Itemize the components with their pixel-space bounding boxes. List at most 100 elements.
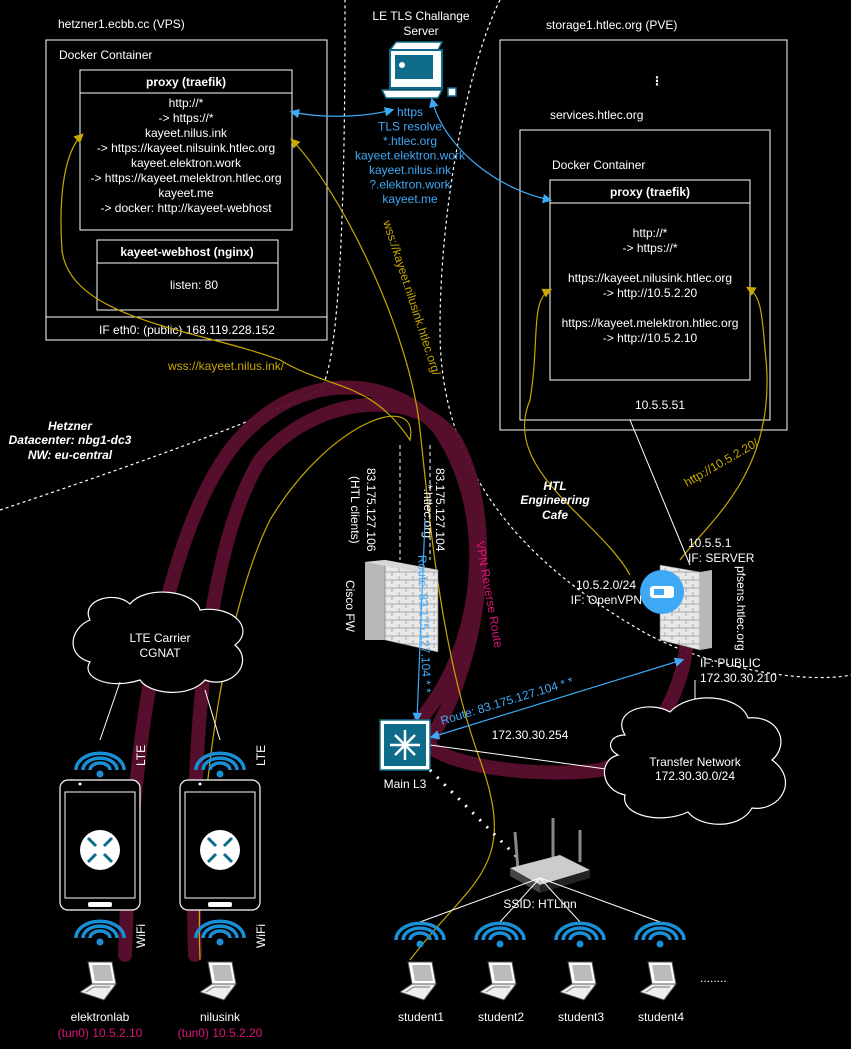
- transfer-line2: 172.30.30.0/24: [655, 769, 735, 783]
- cafe-line1: HTL: [543, 479, 566, 493]
- vps-proxy-line-3: -> https://kayeet.nilsuink.htlec.org: [97, 141, 275, 155]
- pve-proxy-box: [549, 179, 751, 381]
- pf-ovpn-net: 10.5.2.0/24: [576, 578, 636, 592]
- route-diag-arrow: [429, 657, 685, 740]
- pf-server-ip: 10.5.5.1: [688, 536, 732, 550]
- vps-proxy-line-6: kayeet.me: [158, 186, 214, 200]
- transfer-cloud: [603, 697, 787, 825]
- vps-proxy-line-5: -> https://kayeet.melektron.htlec.org: [90, 171, 281, 185]
- pve-proxy-line-3: https://kayeet.nilusink.htlec.org: [568, 271, 732, 285]
- student-wifi-icon-2: [554, 921, 606, 948]
- pve-proxy-line-1: -> https://*: [622, 241, 677, 255]
- lte-wifi-icon-1: [194, 751, 246, 778]
- tls-info-line-2: *.htlec.org: [383, 134, 437, 148]
- dc-line2: Datacenter: nbg1-dc3: [9, 433, 132, 447]
- vps-proxy-lines: http://*-> https://*kayeet.nilus.ink-> h…: [90, 96, 281, 215]
- laptop-icon-student1: [398, 961, 437, 1001]
- route-vertical-label: Route: 83.175.127.104 * *: [415, 555, 434, 694]
- tls-info-line-0: https: [397, 105, 423, 119]
- wifi-label-0: WiFi: [134, 924, 148, 948]
- vps-proxy-line-4: kayeet.elektron.work: [131, 156, 242, 170]
- phone-router-icon-0: [80, 830, 120, 870]
- services-title: services.htlec.org: [550, 108, 643, 122]
- tls-title-1: LE TLS Challange: [372, 9, 470, 23]
- student-wifi-icon-0: [394, 921, 446, 948]
- vps-title: hetzner1.ecbb.cc (VPS): [58, 17, 185, 31]
- student-name-0: student1: [398, 1010, 444, 1024]
- pve-proxy-line-0: http://*: [633, 226, 668, 240]
- http-1052-label: http://10.5.2.20/: [682, 435, 762, 489]
- tls-server-icon: [380, 41, 457, 99]
- pve-http-path-1: [523, 288, 631, 576]
- pf-ovpn-if: IF: OpenVPN: [571, 593, 642, 607]
- vps-interface: IF eth0: (public) 168.119.228.152: [99, 323, 275, 337]
- tls-info-line-5: ?.elektron.work: [369, 178, 451, 192]
- phone-router-icon-1: [200, 830, 240, 870]
- wifi-icon-1: [194, 919, 246, 946]
- tls-info-line-1: TLS resolve: [378, 120, 442, 134]
- laptop-icon-student4: [638, 961, 677, 1001]
- lte-label-1: LTE: [254, 745, 268, 766]
- pve-proxy-lines: http://*-> https://* https://kayeet.nilus…: [562, 226, 739, 345]
- cisco-label: Cisco FW: [343, 580, 357, 633]
- pve-title: storage1.htlec.org (PVE): [546, 18, 677, 32]
- main-l3-switch-icon: [379, 719, 431, 771]
- main-l3-label: Main L3: [384, 777, 427, 791]
- student-link-3: [539, 877, 661, 923]
- cisco-ip-htlec: 83.175.127.104: [433, 468, 447, 552]
- more-students: ........: [700, 971, 727, 985]
- pf-public-ip: 172.30.30.210: [700, 671, 777, 685]
- cafe-line3: Cafe: [542, 508, 568, 522]
- student-wifi-icon-3: [634, 921, 686, 948]
- pf-server-if: IF: SERVER: [688, 551, 755, 565]
- vps-proxy-box: [79, 69, 293, 231]
- webhost-title: kayeet-webhost (nginx): [120, 245, 253, 259]
- pve-proxy-title: proxy (traefik): [610, 185, 690, 199]
- lte-label-0: LTE: [134, 745, 148, 766]
- lte-cloud-line2: CGNAT: [139, 646, 181, 660]
- wss-nilus-label: wss://kayeet.nilus.ink/: [167, 359, 285, 373]
- laptop-icon-student2: [478, 961, 517, 1001]
- student-name-3: student4: [638, 1010, 684, 1024]
- laptop-icon-elektronlab: [78, 961, 117, 1001]
- cisco-fw-icon: [365, 559, 439, 653]
- vps-docker-label: Docker Container: [59, 48, 152, 62]
- pve-http-path-2: [679, 286, 768, 561]
- ssid-label: SSID: HTLinn: [503, 897, 576, 911]
- dc-line1: Hetzner: [48, 419, 93, 433]
- transfer-line1: Transfer Network: [649, 755, 742, 769]
- vps-proxy-title: proxy (traefik): [146, 75, 226, 89]
- tls-info-line-3: kayeet.elektron.work: [355, 149, 466, 163]
- student-wifi-icon-1: [474, 921, 526, 948]
- lte-cloud: [72, 591, 244, 693]
- vps-proxy-line-1: -> https://*: [158, 111, 213, 125]
- main-l3-ip: 172.30.30.254: [492, 728, 569, 742]
- student-links: [419, 877, 661, 923]
- services-ip: 10.5.5.51: [635, 398, 685, 412]
- vps-proxy-line-7: -> docker: http://kayeet-webhost: [100, 201, 272, 215]
- tls-arrow-vps: [289, 107, 395, 119]
- client-tun-1: (tun0) 10.5.2.20: [178, 1026, 263, 1040]
- laptop-icon-student3: [558, 961, 597, 1001]
- pve-docker-label: Docker Container: [552, 158, 645, 172]
- student-link-1: [499, 877, 541, 923]
- wifi-label-1: WiFi: [254, 924, 268, 948]
- pve-proxy-line-4: -> http://10.5.2.20: [603, 286, 698, 300]
- cisco-ip-clients: 83.175.127.106: [364, 468, 378, 552]
- tls-title-2: Server: [403, 24, 438, 38]
- student-name-1: student2: [478, 1010, 524, 1024]
- student-link-0: [419, 877, 541, 923]
- pve-ellipsis: ⋮: [651, 74, 663, 88]
- dc-line3: NW: eu-central: [28, 448, 113, 462]
- cisco-ip-clients-sub: (HTL clients): [348, 476, 362, 544]
- tls-info-line-6: kayeet.me: [382, 192, 438, 206]
- cisco-ip-htlec-sub: *.htlec.org: [421, 484, 435, 538]
- webhost-box: [96, 239, 279, 311]
- laptop-icon-nilusink: [198, 961, 237, 1001]
- pve-proxy-line-6: https://kayeet.melektron.htlec.org: [562, 316, 739, 330]
- students: student1 student2 student3 student4: [394, 921, 686, 1024]
- student-name-2: student3: [558, 1010, 604, 1024]
- student-link-2: [539, 877, 581, 923]
- wifi-router-icon: [510, 818, 590, 893]
